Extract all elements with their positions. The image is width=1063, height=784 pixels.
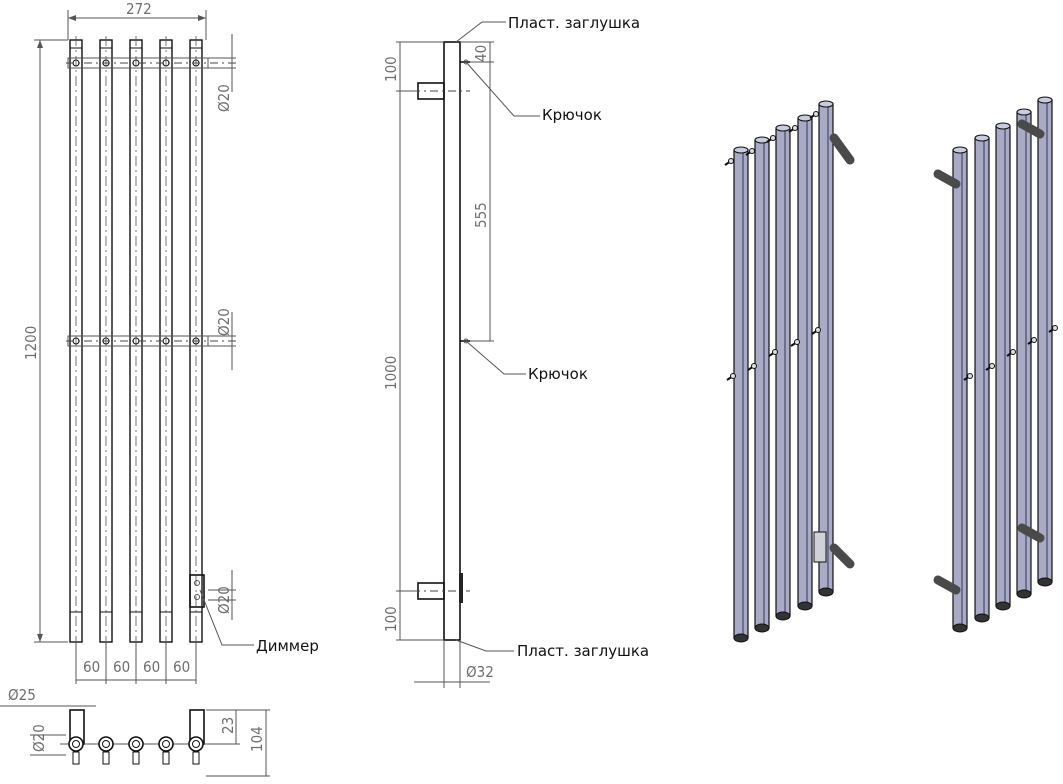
dim-pitch-3: 60	[143, 658, 160, 676]
dim-pitch-4: 60	[173, 658, 190, 676]
iso-bracket	[829, 133, 855, 165]
dim-depth: 104	[248, 726, 266, 752]
dim-pitch-1: 60	[83, 658, 100, 676]
iso-tube	[733, 149, 749, 639]
iso-tube	[775, 127, 791, 617]
dim-cap-offset: 40	[472, 45, 490, 62]
iso-tube	[995, 125, 1011, 607]
iso-tube	[818, 103, 834, 593]
dim-dimmer-diameter: Ø20	[215, 586, 233, 614]
side-tube	[443, 41, 461, 641]
iso-tube	[952, 149, 968, 629]
front-view: 272 1200 Ø20 Ø20 Ø20 Диммер	[22, 0, 319, 684]
callout-plastic-cap-bottom: Пласт. заглушка	[517, 642, 649, 660]
callout-dimmer: Диммер	[256, 637, 319, 655]
top-tubes	[68, 736, 204, 765]
dim-top-offset: 100	[382, 56, 400, 82]
dim-pitch-2: 60	[113, 658, 130, 676]
top-view: Ø25 Ø20 23 104	[0, 686, 270, 777]
dim-bottom-pipe-diameter: Ø20	[30, 724, 48, 752]
dim-mount-span: 1000	[382, 356, 400, 390]
isometric-back-view	[933, 96, 1058, 633]
iso-bracket	[1017, 119, 1045, 139]
dimmer-box	[189, 574, 205, 608]
iso-bracket	[933, 575, 961, 595]
iso-bracket	[829, 543, 855, 569]
callout-hook-mid: Крючок	[528, 365, 588, 383]
iso-dimmer	[813, 531, 827, 563]
dim-overall-height: 1200	[22, 326, 40, 360]
iso-bracket	[933, 169, 961, 189]
side-dimmer	[459, 573, 463, 603]
iso-tube	[754, 139, 770, 629]
iso-bracket	[1017, 523, 1045, 543]
callout-plastic-cap-top: Пласт. заглушка	[508, 14, 640, 32]
front-tubes	[69, 36, 203, 646]
dim-bracket-diameter: Ø25	[8, 686, 36, 704]
top-tube	[188, 736, 204, 752]
dim-overall-width: 272	[126, 0, 152, 18]
side-view: 100 1000 100 40 555 Ø32 Пласт. заглушка …	[382, 14, 649, 688]
iso-tube	[1016, 111, 1032, 595]
callout-hook-top: Крючок	[542, 106, 602, 124]
dim-hook-spacing: 555	[472, 202, 490, 228]
top-tube	[128, 736, 144, 752]
isometric-front-view	[724, 100, 855, 643]
dim-hook-diameter-top: Ø20	[215, 84, 233, 112]
iso-tube	[797, 117, 813, 607]
top-tube	[158, 736, 174, 752]
dim-bracket-gap: 23	[219, 717, 237, 734]
iso-tube	[1037, 99, 1053, 583]
dim-hook-diameter-mid: Ø20	[215, 308, 233, 336]
top-tube	[98, 736, 114, 752]
dim-tube-diameter: Ø32	[466, 663, 494, 681]
iso-tube	[974, 137, 990, 619]
top-tube	[68, 736, 84, 752]
dim-bottom-offset: 100	[382, 606, 400, 632]
